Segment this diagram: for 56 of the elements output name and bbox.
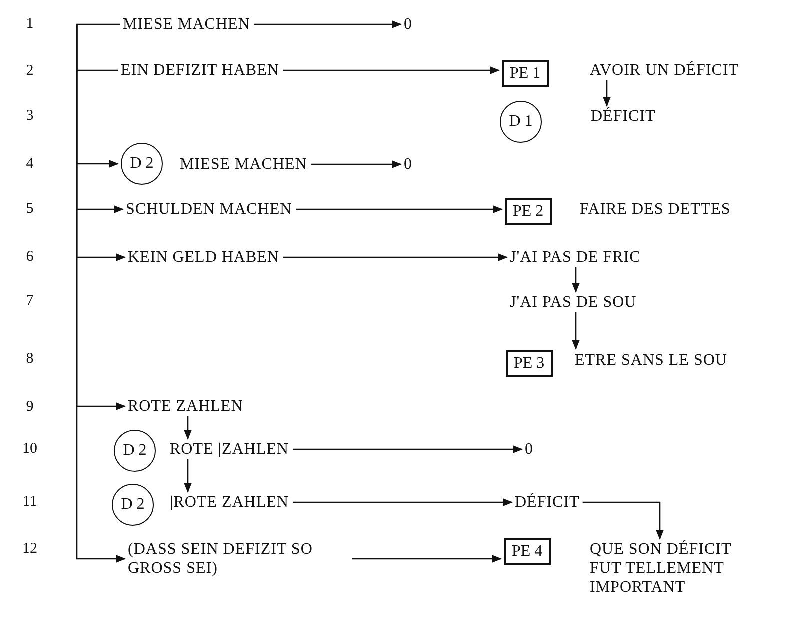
arrow	[603, 80, 611, 107]
arrow	[292, 446, 523, 454]
line-number: 1	[25, 17, 35, 32]
line-number: 11	[22, 495, 38, 510]
arrow	[76, 25, 126, 563]
line-number: 5	[25, 202, 35, 217]
circled-code: D 2	[114, 430, 156, 472]
phrase-text: MIESE MACHEN	[180, 155, 308, 174]
phrase-text: KEIN GELD HABEN	[128, 248, 280, 267]
phrase-text: 0	[404, 155, 412, 174]
line-number: 3	[25, 109, 35, 124]
line-number: 9	[25, 400, 35, 415]
circled-code: D 2	[112, 484, 154, 526]
phrase-text: |ROTE ZAHLEN	[170, 493, 289, 512]
arrow	[184, 459, 192, 493]
boxed-code: PE 2	[505, 198, 552, 225]
line-number: 10	[22, 442, 38, 457]
line-number: 8	[25, 352, 35, 367]
phrase-text: DÉFICIT	[515, 493, 580, 512]
phrase-text: AVOIR UN DÉFICIT	[590, 61, 740, 80]
arrow	[254, 20, 402, 28]
phrase-text: EIN DEFIZIT HABEN	[121, 61, 280, 80]
phrase-text: DÉFICIT	[591, 107, 656, 126]
connector-line	[76, 24, 120, 26]
arrow	[311, 160, 402, 168]
phrase-text: QUE SON DÉFICIT FUT TELLEMENT IMPORTANT	[590, 540, 740, 597]
phrase-text: J'AI PAS DE SOU	[510, 293, 637, 312]
line-number: 4	[25, 157, 35, 172]
phrase-text: ROTE |ZAHLEN	[170, 440, 289, 459]
boxed-code: PE 1	[502, 60, 549, 87]
phrase-text: FAIRE DES DETTES	[580, 200, 731, 219]
arrow	[572, 312, 580, 350]
boxed-code: PE 3	[506, 350, 553, 377]
arrow	[283, 66, 500, 74]
arrow	[184, 416, 192, 440]
boxed-code: PE 4	[504, 538, 551, 565]
phrase-text: MIESE MACHEN	[123, 15, 250, 34]
phrase-text: 0	[404, 15, 412, 34]
line-number: 2	[25, 64, 35, 79]
circled-code: D 1	[500, 101, 542, 143]
phrase-text: ROTE ZAHLEN	[128, 397, 244, 416]
arrow	[352, 555, 502, 563]
arrow	[572, 267, 580, 293]
arrow	[283, 254, 508, 262]
line-number: 7	[25, 294, 35, 309]
arrow	[292, 498, 513, 506]
line-number: 12	[22, 542, 38, 557]
phrase-text: 0	[525, 440, 534, 459]
arrow	[296, 206, 503, 214]
phrase-text: ETRE SANS LE SOU	[575, 351, 728, 370]
arrow	[582, 502, 664, 540]
circled-code: D 2	[121, 143, 163, 185]
line-number: 6	[25, 250, 35, 265]
phrase-text: SCHULDEN MACHEN	[126, 200, 292, 219]
phrase-text: (DASS SEIN DEFIZIT SO GROSS SEI)	[128, 540, 348, 578]
phrase-text: J'AI PAS DE FRIC	[510, 248, 641, 267]
